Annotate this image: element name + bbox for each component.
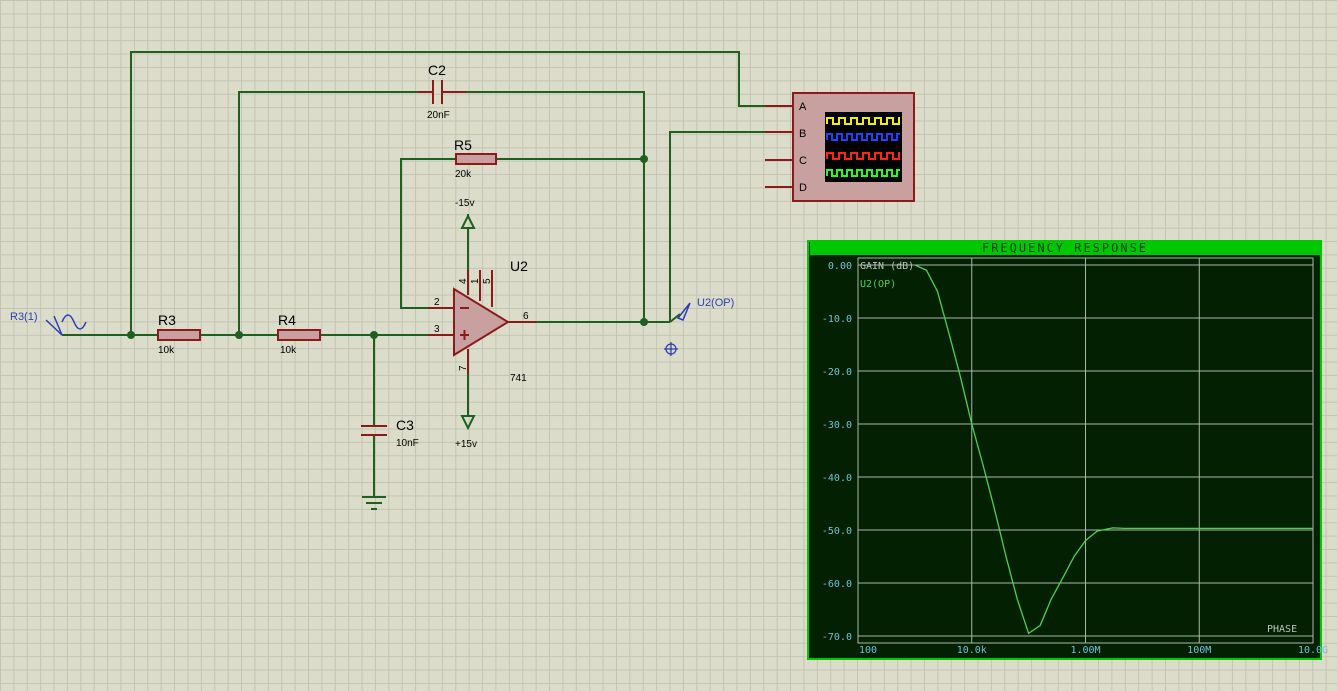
y-tick-label: -10.0 <box>822 314 852 325</box>
junctions <box>127 155 648 339</box>
wire-output-to-scope-b <box>669 131 765 322</box>
pin-1-label: 1 <box>470 278 481 284</box>
graph-phase-label[interactable]: PHASE <box>1267 624 1297 635</box>
y-tick-label: -30.0 <box>822 420 852 431</box>
resistor-r5[interactable]: R5 20k <box>454 137 497 180</box>
scope-trace <box>826 152 900 160</box>
signal-generator[interactable]: R3(1) <box>10 311 87 336</box>
y-tick-label: 0.00 <box>828 261 852 272</box>
wire-r5-feedback <box>400 158 456 309</box>
x-tick-label: 10.0G <box>1298 645 1328 656</box>
scope-trace <box>826 169 900 177</box>
x-tick-label: 10.0k <box>957 645 987 656</box>
wires <box>62 51 765 497</box>
r4-ref: R4 <box>278 312 296 328</box>
scope-trace <box>826 133 900 141</box>
graph-x-axis: 100 10.0k 1.00M 100M 10.0G <box>859 645 1328 656</box>
x-tick-label: 1.00M <box>1070 645 1100 656</box>
wire-c2-left <box>238 91 428 335</box>
generator-label: R3(1) <box>10 311 38 323</box>
c3-ref: C3 <box>396 417 414 433</box>
supply-arrow-icon <box>460 415 476 431</box>
resistor-body <box>157 329 201 341</box>
wire-input-to-scope-a <box>130 51 765 335</box>
graph-grid <box>857 258 1314 643</box>
probe-label: U2(OP) <box>697 297 734 309</box>
scope-trace <box>826 117 900 125</box>
supply-terminal-top[interactable]: -15v <box>455 198 476 229</box>
junction-dot <box>235 331 243 339</box>
y-tick-label: -60.0 <box>822 579 852 590</box>
junction-dot <box>127 331 135 339</box>
wire-probe <box>669 313 681 323</box>
junction-dot <box>370 331 378 339</box>
u2-value: 741 <box>510 373 527 384</box>
resistor-body <box>277 329 321 341</box>
pin-5-label: 5 <box>482 278 493 284</box>
scope-channel-a: A <box>799 101 807 113</box>
y-tick-label: -20.0 <box>822 367 852 378</box>
pin-7-label: 7 <box>458 365 469 371</box>
crosshair-icon <box>664 342 678 356</box>
supply-bottom-label: +15v <box>455 439 477 450</box>
scope-channel-d: D <box>799 182 807 194</box>
supply-arrow-icon <box>460 213 476 229</box>
scope-channel-c: C <box>799 155 807 167</box>
resistor-r4[interactable]: R4 10k <box>277 312 321 356</box>
sine-wave-icon <box>61 314 87 330</box>
junction-dot <box>640 155 648 163</box>
r5-ref: R5 <box>454 137 472 153</box>
c2-value: 20nF <box>427 110 450 121</box>
resistor-r3[interactable]: R3 10k <box>157 312 201 356</box>
graph-title[interactable]: FREQUENCY RESPONSE <box>810 242 1320 255</box>
capacitor-c3[interactable]: C3 10nF <box>361 417 419 449</box>
ground-symbol <box>362 496 386 510</box>
x-tick-label: 100 <box>859 645 877 656</box>
r3-value: 10k <box>158 345 175 356</box>
supply-terminal-bottom[interactable]: +15v <box>455 415 477 450</box>
scope-channel-b: B <box>799 128 806 140</box>
junction-dot <box>640 318 648 326</box>
pin-2-label: 2 <box>434 297 440 308</box>
r3-ref: R3 <box>158 312 176 328</box>
generator-arrow-icon <box>45 315 63 336</box>
r5-value: 20k <box>455 169 472 180</box>
gain-trace-line <box>914 264 1313 635</box>
graph-series-name: U2(OP) <box>860 279 896 290</box>
pin-3-label: 3 <box>434 324 440 335</box>
supply-top-label: -15v <box>455 198 474 209</box>
scope-traces <box>826 117 900 177</box>
c2-ref: C2 <box>428 62 446 78</box>
c3-value: 10nF <box>396 438 419 449</box>
graph-y-axis: 0.00 -10.0 -20.0 -30.0 -40.0 -50.0 -60.0 -70.0 <box>822 261 852 643</box>
voltage-probe[interactable]: U2(OP) <box>664 297 734 356</box>
y-tick-label: -50.0 <box>822 526 852 537</box>
oscilloscope[interactable]: A B C D <box>765 92 915 202</box>
r4-value: 10k <box>280 345 297 356</box>
pin-4-label: 4 <box>458 278 469 284</box>
y-tick-label: -40.0 <box>822 473 852 484</box>
pin-6-label: 6 <box>523 311 529 322</box>
probe-arrow-icon <box>676 302 691 321</box>
frequency-response-graph[interactable]: 0.00-10.0-20.0-30.0-40.0-50.0-60.0-70.0 … <box>807 240 1328 660</box>
capacitor-c2[interactable]: C2 20nF <box>418 62 466 121</box>
opamp-triangle <box>453 287 510 357</box>
opamp-u2[interactable]: 2 3 6 4 1 5 7 U2 741 <box>428 258 536 384</box>
graph-y-title: GAIN (dB) <box>860 261 914 272</box>
resistor-body <box>455 153 497 165</box>
y-tick-label: -70.0 <box>822 632 852 643</box>
u2-ref: U2 <box>510 258 528 274</box>
wire-c2-right <box>448 91 645 322</box>
graph-frame <box>807 240 1322 660</box>
x-tick-label: 100M <box>1187 645 1211 656</box>
